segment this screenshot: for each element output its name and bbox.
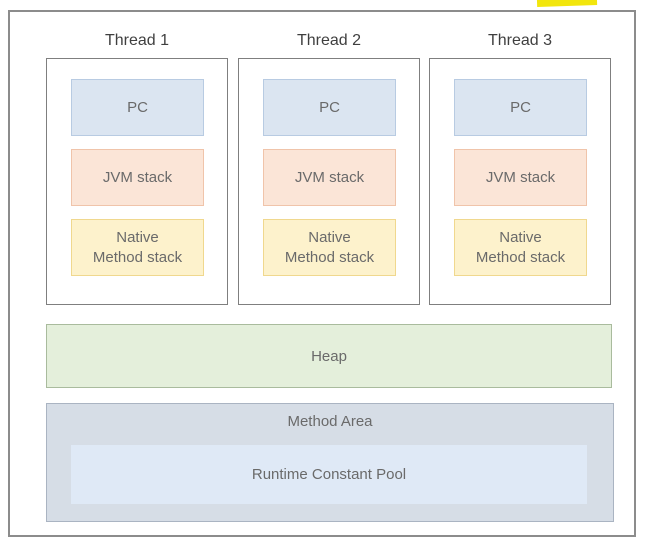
thread-1-box: PC JVM stack Native Method stack xyxy=(46,58,228,305)
yellow-highlighter-mark xyxy=(536,0,598,8)
method-area-label: Method Area xyxy=(287,413,373,430)
thread-3-jvm-stack-box: JVM stack xyxy=(454,149,587,206)
thread-2-panel: Thread 2 PC JVM stack Native Method stac… xyxy=(238,30,420,305)
heap-label: Heap xyxy=(311,347,347,365)
method-area-box: Method Area Runtime Constant Pool xyxy=(46,403,614,522)
thread-3-pc-box: PC xyxy=(454,79,587,136)
thread-2-pc-box: PC xyxy=(263,79,396,136)
thread-1-title: Thread 1 xyxy=(104,32,170,49)
runtime-constant-pool-label: Runtime Constant Pool xyxy=(251,466,407,483)
thread-1-jvm-stack-box: JVM stack xyxy=(71,149,204,206)
thread-2-box: PC JVM stack Native Method stack xyxy=(238,58,420,305)
diagram-frame: Thread 1 PC JVM stack Native Method stac… xyxy=(8,10,636,537)
heap-box: Heap xyxy=(46,324,612,388)
thread-3-title: Thread 3 xyxy=(487,32,553,49)
thread-1-pc-box: PC xyxy=(71,79,204,136)
thread-3-native-method-stack-box: Native Method stack xyxy=(454,219,587,276)
thread-3-panel: Thread 3 PC JVM stack Native Method stac… xyxy=(429,30,611,305)
thread-1-native-method-stack-box: Native Method stack xyxy=(71,219,204,276)
thread-3-box: PC JVM stack Native Method stack xyxy=(429,58,611,305)
thread-2-jvm-stack-box: JVM stack xyxy=(263,149,396,206)
thread-2-title: Thread 2 xyxy=(296,32,362,49)
thread-2-native-method-stack-box: Native Method stack xyxy=(263,219,396,276)
runtime-constant-pool-box: Runtime Constant Pool xyxy=(71,445,587,504)
thread-1-panel: Thread 1 PC JVM stack Native Method stac… xyxy=(46,30,228,305)
